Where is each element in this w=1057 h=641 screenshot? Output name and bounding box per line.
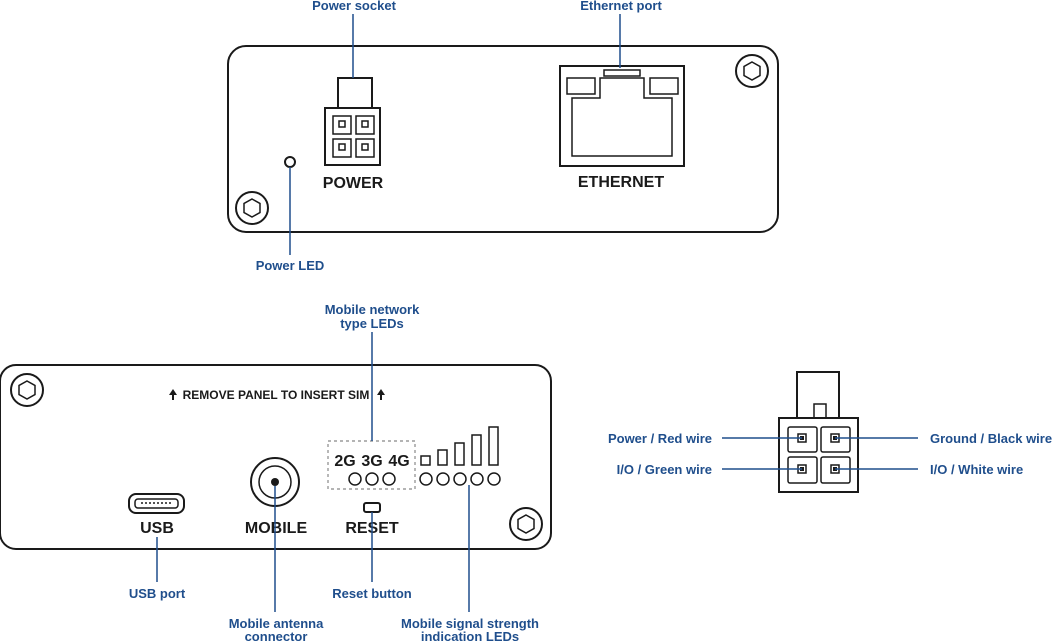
callout-power-red-wire: Power / Red wire xyxy=(608,431,712,446)
callout-antenna-2: connector xyxy=(245,629,308,641)
led-icon xyxy=(382,472,396,486)
led-icon xyxy=(470,472,484,486)
net-type-3g: 3G xyxy=(361,453,382,470)
callout-reset-button: Reset button xyxy=(332,586,412,601)
callout-io-green-wire: I/O / Green wire xyxy=(617,462,712,477)
led-icon xyxy=(419,472,433,486)
led-icon xyxy=(487,472,501,486)
power-connector-pinout xyxy=(778,371,859,493)
power-led xyxy=(284,156,296,168)
led-icon xyxy=(436,472,450,486)
signal-bar-icon xyxy=(488,426,499,466)
callout-io-white-wire: I/O / White wire xyxy=(930,462,1023,477)
callout-signal-leds-1: Mobile signal strength xyxy=(401,616,539,631)
callout-network-type-leds-1: Mobile network xyxy=(325,302,420,317)
screw-icon xyxy=(509,507,543,541)
power-socket xyxy=(324,77,381,166)
callout-network-type-leds-2: type LEDs xyxy=(340,316,404,331)
ethernet-port xyxy=(559,65,685,167)
screw-icon xyxy=(10,373,44,407)
callout-usb-port: USB port xyxy=(129,586,186,601)
power-label: POWER xyxy=(323,175,384,192)
top-callouts: Power socket Ethernet port Power LED xyxy=(256,0,663,273)
network-type-leds: 2G 3G 4G xyxy=(327,440,416,490)
connector-callouts: Power / Red wire I/O / Green wire Ground… xyxy=(608,431,1052,477)
usb-port-icon xyxy=(128,493,185,514)
led-icon xyxy=(348,472,362,486)
signal-bar-icon xyxy=(454,442,465,466)
led-icon xyxy=(453,472,467,486)
callout-signal-leds-2: indication LEDs xyxy=(421,629,519,641)
net-type-2g: 2G xyxy=(334,453,355,470)
mobile-label: MOBILE xyxy=(245,520,308,537)
reset-button-icon xyxy=(363,502,381,513)
screw-icon xyxy=(235,191,269,225)
screw-icon xyxy=(735,54,769,88)
callout-power-socket: Power socket xyxy=(312,0,396,13)
ethernet-label: ETHERNET xyxy=(578,174,664,191)
up-arrow-icon xyxy=(377,389,385,400)
signal-bar-icon xyxy=(420,455,431,466)
signal-strength-leds xyxy=(419,426,501,486)
usb-label: USB xyxy=(140,520,174,537)
callout-ground-black-wire: Ground / Black wire xyxy=(930,431,1052,446)
up-arrow-icon xyxy=(169,389,177,400)
top-panel: POWER ETHERNET xyxy=(227,45,779,233)
callout-ethernet-port: Ethernet port xyxy=(580,0,662,13)
callout-power-led: Power LED xyxy=(256,258,325,273)
callout-antenna-1: Mobile antenna xyxy=(229,616,324,631)
signal-bar-icon xyxy=(437,449,448,466)
led-icon xyxy=(365,472,379,486)
signal-bar-icon xyxy=(471,434,482,466)
net-type-4g: 4G xyxy=(388,453,409,470)
bottom-callouts: Mobile network type LEDs USB port Mobile… xyxy=(129,302,539,641)
sim-notice: REMOVE PANEL TO INSERT SIM xyxy=(183,388,370,402)
